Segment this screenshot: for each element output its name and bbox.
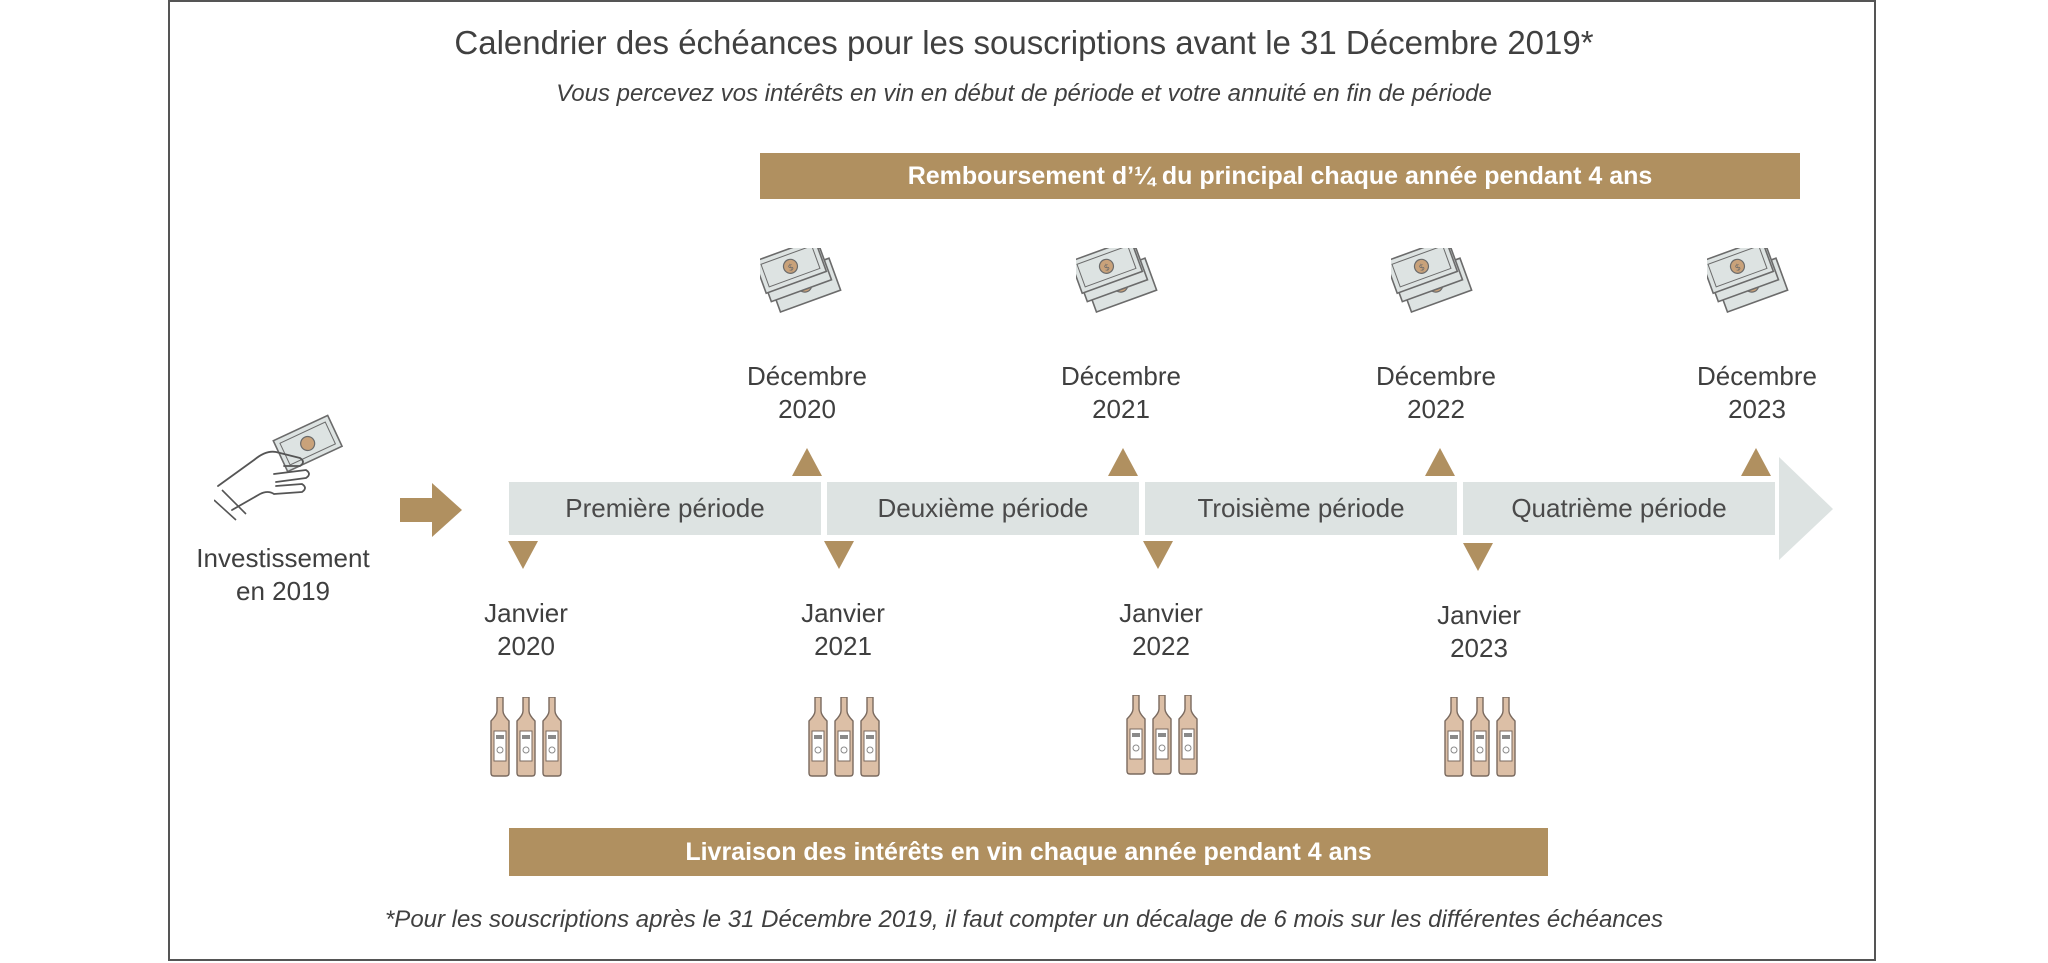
december-2021-marker: [1108, 448, 1138, 476]
december-2023-marker: [1741, 448, 1771, 476]
money-bills-icon: [1707, 248, 1789, 313]
wine-bottles-icon: [490, 697, 562, 777]
period-4: Quatrième période: [1463, 482, 1775, 535]
money-bills-icon: [1076, 248, 1158, 313]
footnote: *Pour les souscriptions après le 31 Déce…: [384, 906, 1664, 933]
diagram-subtitle: Vous percevez vos intérêts en vin en déb…: [556, 80, 1492, 107]
money-bills-icon: [1391, 248, 1473, 313]
wine-bottles-icon: [1126, 695, 1198, 775]
diagram-title: Calendrier des échéances pour les souscr…: [454, 24, 1594, 61]
january-2022-marker: [1143, 541, 1173, 569]
arrow-right-icon: [400, 483, 462, 537]
january-2023-marker: [1463, 543, 1493, 571]
wine-delivery-band: Livraison des intérêts en vin chaque ann…: [509, 828, 1548, 876]
december-2022-marker: [1425, 448, 1455, 476]
diagram-frame: [168, 0, 1876, 961]
money-bills-icon: [760, 248, 842, 313]
hand-money-icon: [214, 414, 344, 521]
january-2020-marker: [508, 541, 538, 569]
period-2: Deuxième période: [827, 482, 1139, 535]
december-2020-marker: [792, 448, 822, 476]
wine-bottles-icon: [1444, 697, 1516, 777]
period-3: Troisième période: [1145, 482, 1457, 535]
repayment-band: Remboursement d’¼ du principal chaque an…: [760, 153, 1800, 199]
january-2021-marker: [824, 541, 854, 569]
timeline-arrowhead: [1779, 457, 1833, 560]
wine-bottles-icon: [808, 697, 880, 777]
period-1: Première période: [509, 482, 821, 535]
